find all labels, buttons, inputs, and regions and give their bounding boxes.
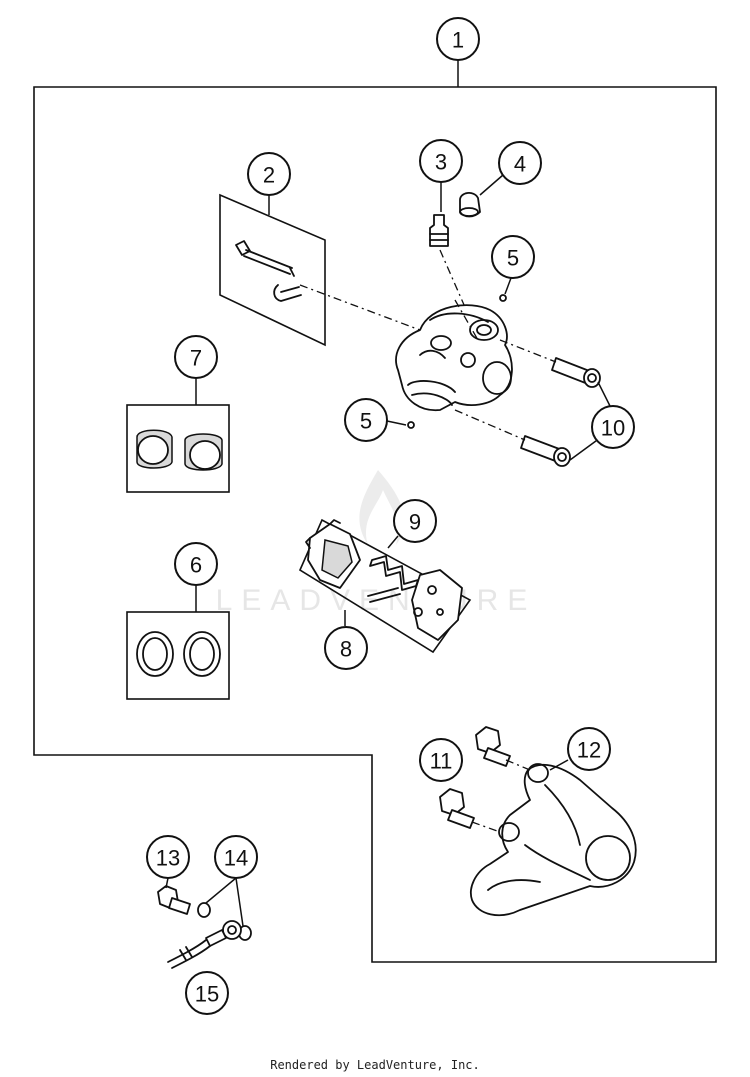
callout-10[interactable]: 10 — [591, 405, 635, 449]
callout-8[interactable]: 8 — [324, 626, 368, 670]
leader-5-upper — [504, 277, 512, 295]
callout-11[interactable]: 11 — [419, 738, 463, 782]
callout-5-lower[interactable]: 5 — [344, 398, 388, 442]
bleeder-to-caliper-line — [454, 299, 479, 341]
callout-4[interactable]: 4 — [498, 141, 542, 185]
leader-12 — [549, 759, 569, 771]
callout-6[interactable]: 6 — [174, 542, 218, 586]
watermark: LEADVENTURE — [216, 470, 537, 617]
svg-text:15: 15 — [195, 982, 219, 1007]
small-ring-upper — [499, 294, 507, 302]
banjo-bolt — [157, 885, 191, 915]
assembly-frame — [33, 86, 717, 963]
svg-text:1: 1 — [452, 28, 464, 53]
watermark-text: LEADVENTURE — [216, 584, 537, 617]
split-pin — [273, 284, 302, 302]
svg-text:7: 7 — [190, 346, 202, 371]
callout-13[interactable]: 13 — [146, 835, 190, 879]
leader-9 — [387, 535, 399, 549]
svg-text:5: 5 — [360, 409, 372, 434]
leader-13 — [165, 877, 169, 889]
brake-caliper-body — [395, 304, 513, 412]
guide-pin-upper — [551, 357, 601, 388]
pin-bolt — [235, 240, 295, 277]
svg-text:6: 6 — [190, 553, 202, 578]
leader-4 — [479, 174, 504, 196]
bolt-lower-axis — [471, 821, 501, 833]
callout-14[interactable]: 14 — [214, 835, 258, 879]
bracket-bolt-upper — [475, 726, 511, 767]
guide-pin-lower-axis — [454, 409, 526, 441]
piston-right — [184, 433, 223, 471]
brake-pad-right — [411, 569, 463, 641]
caliper-bracket — [470, 763, 637, 917]
callout-5-upper[interactable]: 5 — [491, 235, 535, 279]
kit-box-6 — [126, 611, 230, 700]
callout-2[interactable]: 2 — [247, 152, 291, 196]
piston-left — [136, 429, 173, 469]
guide-pin-upper-axis — [499, 339, 557, 363]
washer-left — [197, 902, 211, 918]
callout-1[interactable]: 1 — [436, 17, 480, 61]
svg-text:4: 4 — [514, 152, 526, 177]
kit-box-7 — [126, 404, 230, 493]
leader-5-lower — [386, 420, 407, 426]
svg-text:5: 5 — [507, 246, 519, 271]
footer-credit: Rendered by LeadVenture, Inc. — [270, 1058, 480, 1072]
bleeder-cap — [459, 192, 481, 218]
svg-text:13: 13 — [156, 846, 180, 871]
svg-text:2: 2 — [263, 163, 275, 188]
callout-12[interactable]: 12 — [567, 727, 611, 771]
callout-7[interactable]: 7 — [174, 335, 218, 379]
bracket-bolt-lower — [439, 788, 475, 829]
svg-text:8: 8 — [340, 637, 352, 662]
brake-pad-left — [305, 519, 361, 589]
kit-box-2 — [219, 193, 326, 347]
guide-pin-lower — [520, 435, 571, 467]
bolt-upper-axis — [505, 759, 531, 771]
callout-9[interactable]: 9 — [393, 499, 437, 543]
svg-text:12: 12 — [577, 738, 601, 763]
brake-line — [167, 920, 242, 969]
svg-text:14: 14 — [224, 846, 248, 871]
svg-text:11: 11 — [430, 749, 453, 774]
svg-text:3: 3 — [435, 150, 447, 175]
small-ring-lower — [407, 421, 415, 429]
svg-text:9: 9 — [409, 510, 421, 535]
seal-ring-right — [183, 631, 221, 677]
watermark-flame-icon — [359, 470, 405, 545]
pin-axis-line — [299, 284, 421, 331]
callout-3[interactable]: 3 — [419, 139, 463, 183]
leader-14 — [205, 877, 244, 927]
callout-15[interactable]: 15 — [185, 971, 229, 1015]
bleeder-screw — [429, 214, 449, 247]
svg-text:10: 10 — [601, 416, 625, 441]
seal-ring-left — [136, 631, 174, 677]
